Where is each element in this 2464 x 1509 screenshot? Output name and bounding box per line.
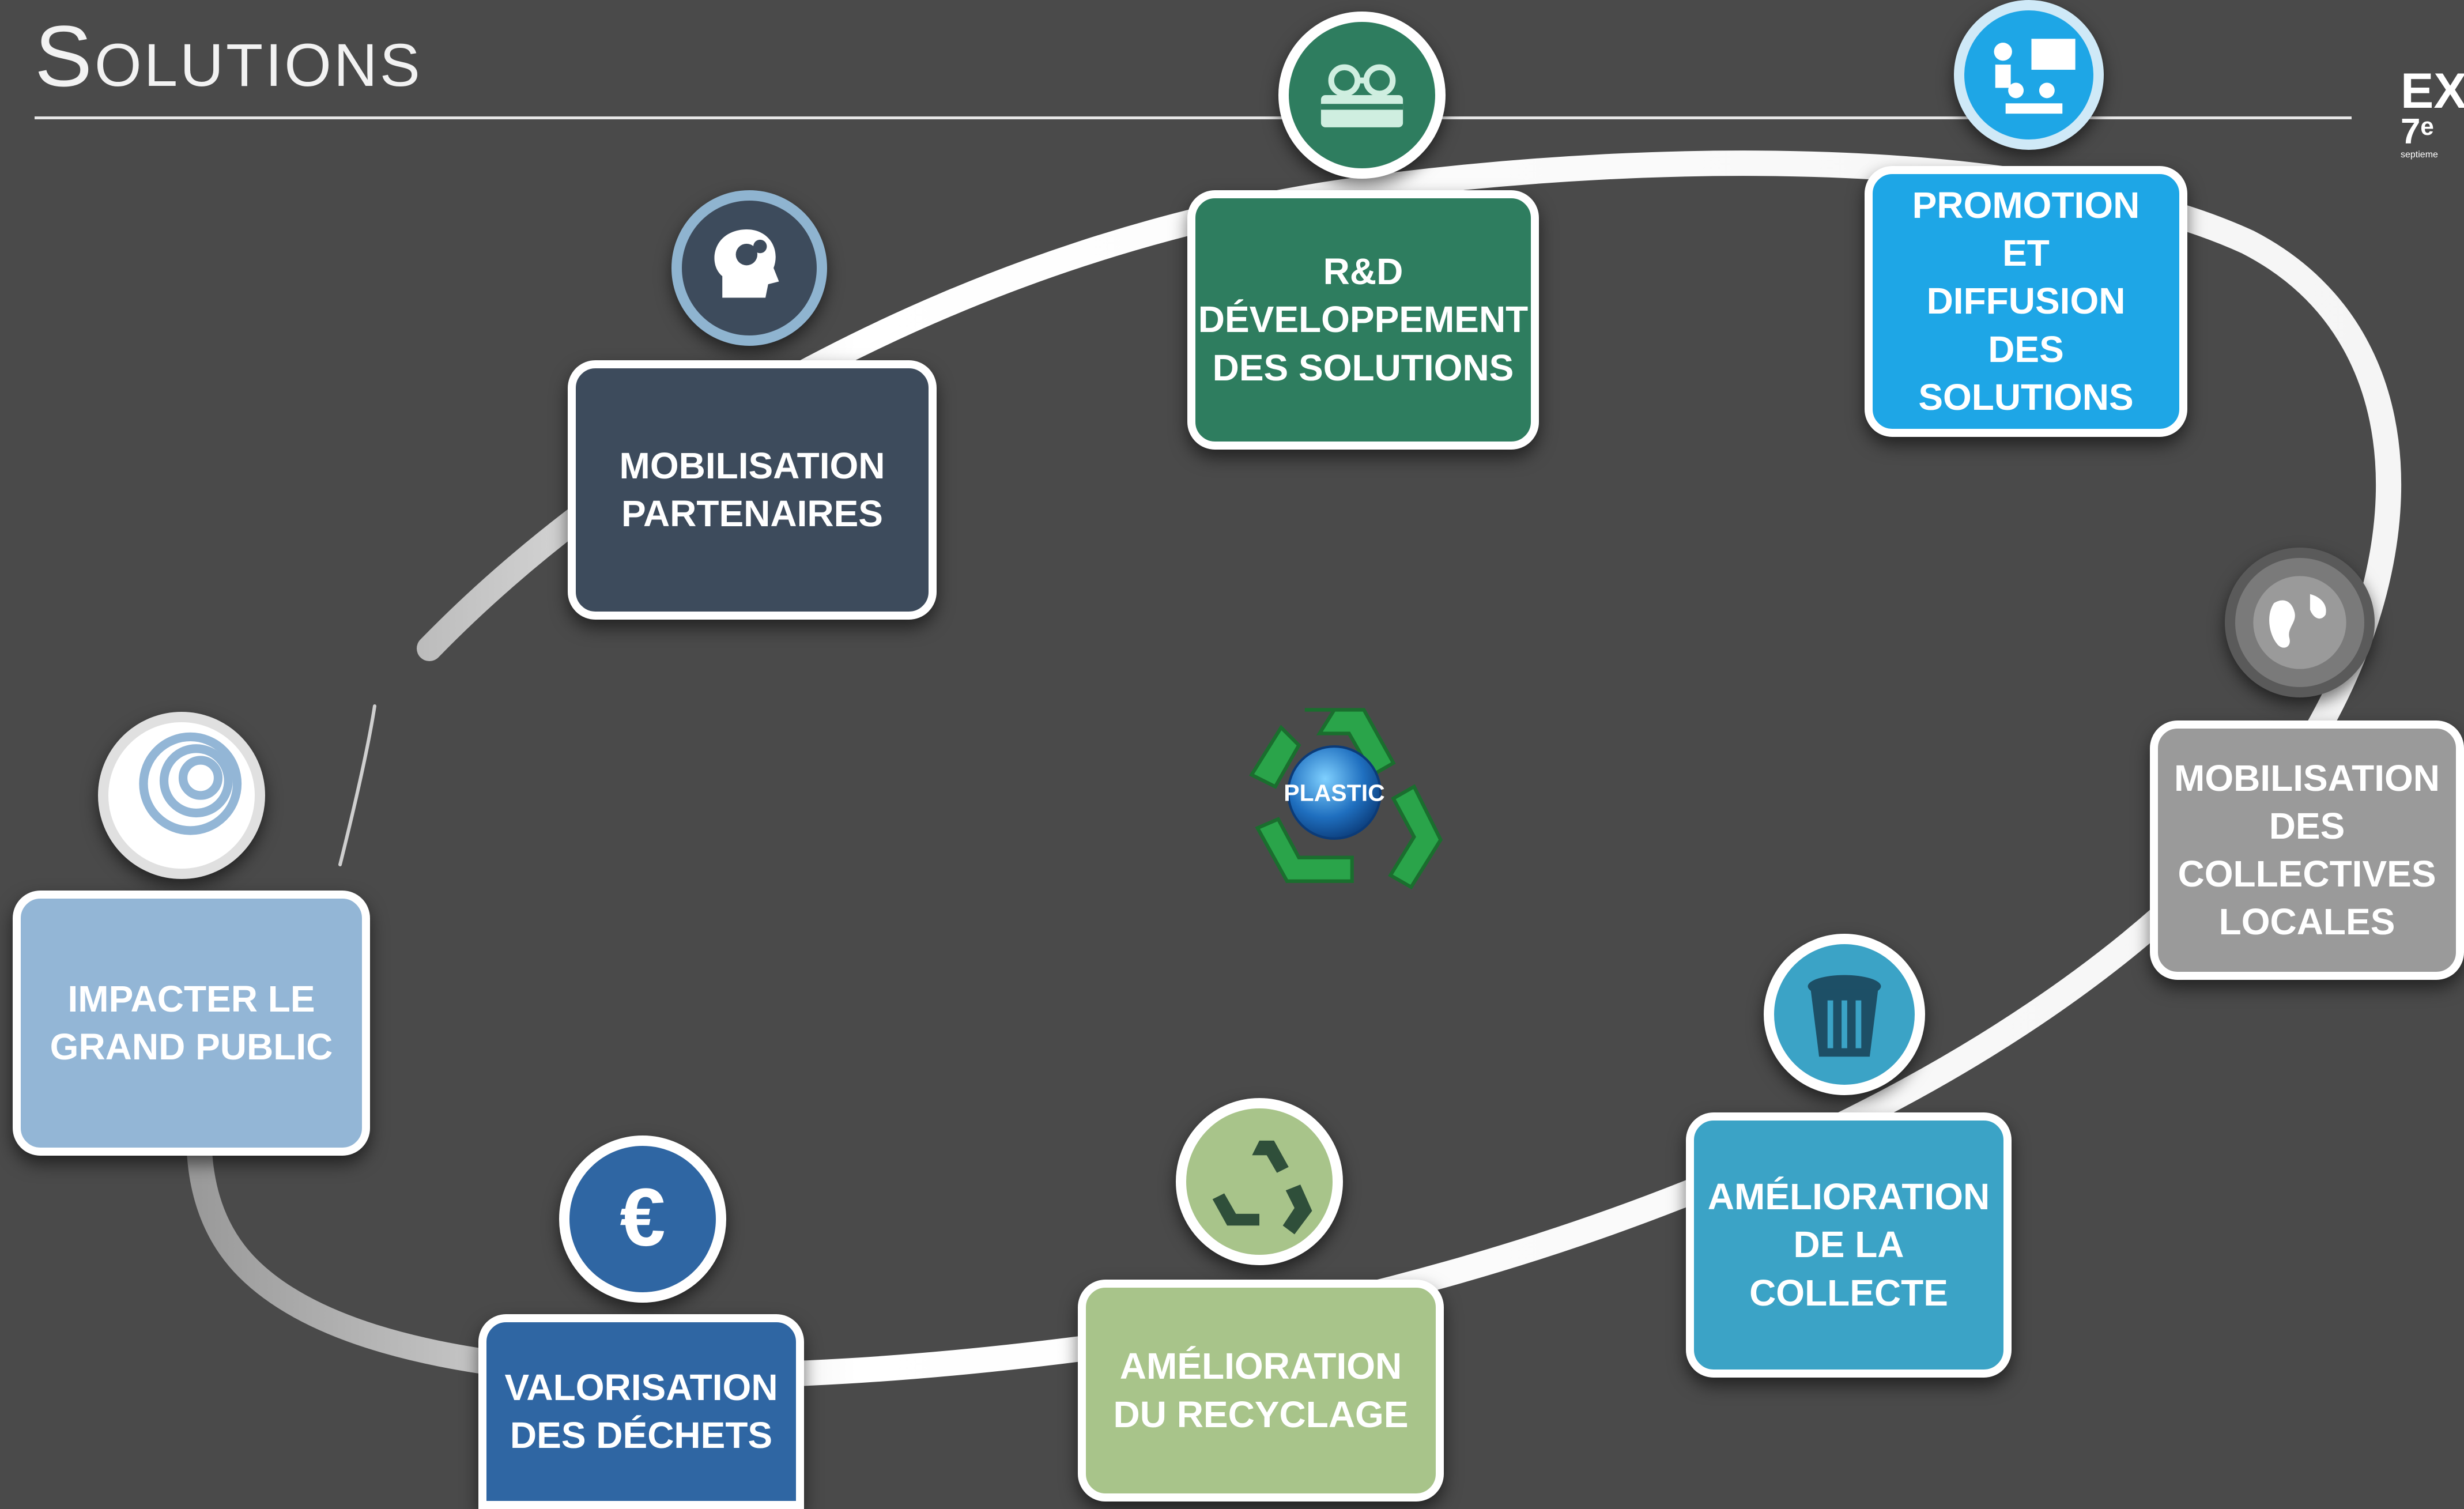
trash-can-icon [1764, 934, 1925, 1095]
corner-logo-line3: septieme [2401, 150, 2438, 160]
recycle-symbol-icon [1176, 1098, 1343, 1265]
step-promotion-label: PROMOTION ET DIFFUSION DES SOLUTIONS [1912, 184, 2140, 418]
presentation-icon [1954, 0, 2104, 150]
book-glasses-icon [1278, 12, 1446, 179]
svg-text:€: € [620, 1172, 665, 1263]
corner-logo-line1: EX [2401, 68, 2464, 119]
corner-logo: EX 7ᵉ septieme [2401, 68, 2464, 183]
step-rd: R&D DÉVELOPPEMENT DES SOLUTIONS [1187, 190, 1539, 450]
step-collecte: AMÉLIORATION DE LA COLLECTE [1686, 1112, 2012, 1378]
step-recyclage: AMÉLIORATION DU RECYCLAGE [1078, 1280, 1444, 1502]
page-title: Solutions [35, 7, 422, 104]
globe-icon [2225, 548, 2375, 697]
euro-icon: € [559, 1135, 726, 1303]
head-gears-icon [671, 190, 827, 346]
corner-logo-line2: 7ᵉ [2401, 112, 2434, 152]
step-collecte-label: AMÉLIORATION DE LA COLLECTE [1707, 1176, 1990, 1314]
step-partenaires: MOBILISATION PARTENAIRES [568, 360, 937, 620]
step-recyclage-label: AMÉLIORATION DU RECYCLAGE [1113, 1345, 1409, 1435]
step-rd-label: R&D DÉVELOPPEMENT DES SOLUTIONS [1198, 251, 1529, 388]
step-public-label: IMPACTER LE GRAND PUBLIC [50, 978, 333, 1067]
step-public: IMPACTER LE GRAND PUBLIC [13, 891, 370, 1156]
recycle-icon: PLASTIC [1249, 708, 1443, 890]
title-divider [35, 116, 2352, 119]
step-partenaires-label: MOBILISATION PARTENAIRES [619, 444, 885, 534]
ripple-icon [98, 712, 265, 879]
step-valorisation: VALORISATION DES DÉCHETS [478, 1314, 804, 1509]
center-label: PLASTIC [1284, 779, 1384, 806]
center-recycle-logo: PLASTIC [1216, 674, 1452, 911]
cycle-ring-tail [338, 704, 376, 866]
step-collectives: MOBILISATION DES COLLECTIVES LOCALES [2150, 720, 2464, 980]
step-valorisation-label: VALORISATION DES DÉCHETS [504, 1366, 778, 1456]
step-collectives-label: MOBILISATION DES COLLECTIVES LOCALES [2174, 757, 2440, 943]
step-promotion: PROMOTION ET DIFFUSION DES SOLUTIONS [1865, 166, 2187, 437]
